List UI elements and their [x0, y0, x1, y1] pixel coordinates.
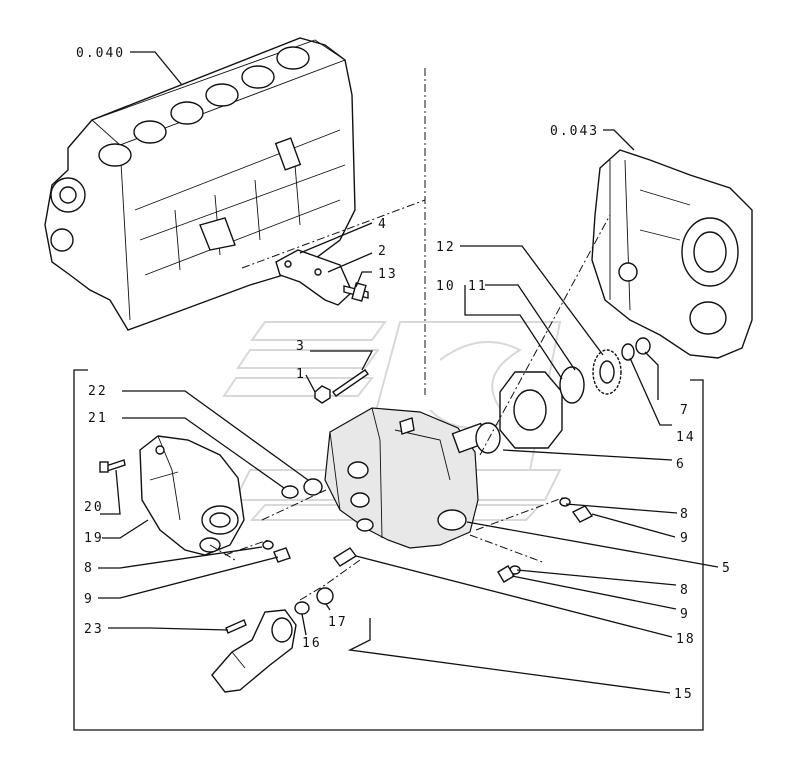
fitting-9-left [273, 547, 291, 563]
o-ring-6 [475, 422, 501, 454]
label-20: 20 [84, 500, 104, 515]
label-1: 1 [296, 367, 306, 382]
stud-3 [332, 369, 369, 397]
pump-cover [139, 435, 245, 556]
o-ring-11 [559, 366, 585, 404]
engine-block [44, 37, 356, 331]
label-23: 23 [84, 622, 104, 637]
bolt-13 [343, 282, 369, 302]
label-ref-block: 0.040 [76, 46, 125, 61]
timing-cover [591, 149, 753, 359]
label-14: 14 [676, 430, 696, 445]
label-2: 2 [378, 244, 388, 259]
washer-8-left [262, 540, 274, 550]
label-19: 19 [84, 531, 104, 546]
label-13: 13 [378, 267, 398, 282]
washer-14 [621, 343, 635, 361]
nut-7 [635, 337, 651, 355]
centre-lines [209, 68, 611, 601]
gear-12 [592, 349, 622, 395]
label-9-left: 9 [84, 592, 94, 607]
label-21: 21 [88, 411, 108, 426]
label-8-left: 8 [84, 561, 94, 576]
label-16: 16 [302, 636, 322, 651]
leader-lines [98, 51, 719, 694]
label-5: 5 [722, 561, 732, 576]
label-7: 7 [680, 403, 690, 418]
assembly-frame [73, 369, 704, 731]
label-4: 4 [378, 217, 388, 232]
label-11: 11 [468, 279, 488, 294]
o-ring-21 [281, 485, 299, 499]
seal-17 [316, 587, 334, 605]
sensor-18 [332, 547, 358, 567]
callout-labels: 0.040 0.043 4 2 13 3 1 12 10 11 7 14 6 2… [76, 46, 732, 702]
fitting-9-right-upper [571, 505, 594, 523]
screw-20 [99, 459, 126, 473]
o-ring-22 [303, 478, 323, 496]
label-12: 12 [436, 240, 456, 255]
label-18: 18 [676, 632, 696, 647]
solenoid-valve [211, 609, 297, 693]
label-8-right-lower: 8 [680, 583, 690, 598]
label-10: 10 [436, 279, 456, 294]
label-22: 22 [88, 384, 108, 399]
bracket-plate [275, 249, 353, 306]
flange-10 [499, 371, 563, 449]
label-6: 6 [676, 457, 686, 472]
label-3: 3 [296, 339, 306, 354]
label-9-right-upper: 9 [680, 531, 690, 546]
injection-pump [324, 407, 489, 549]
nut-1 [314, 385, 331, 404]
seal-16 [294, 601, 310, 615]
label-ref-cover: 0.043 [550, 124, 599, 139]
label-15: 15 [674, 687, 694, 702]
screw-23 [225, 619, 247, 634]
label-8-right-upper: 8 [680, 507, 690, 522]
label-17: 17 [328, 615, 348, 630]
label-9-right-lower: 9 [680, 607, 690, 622]
